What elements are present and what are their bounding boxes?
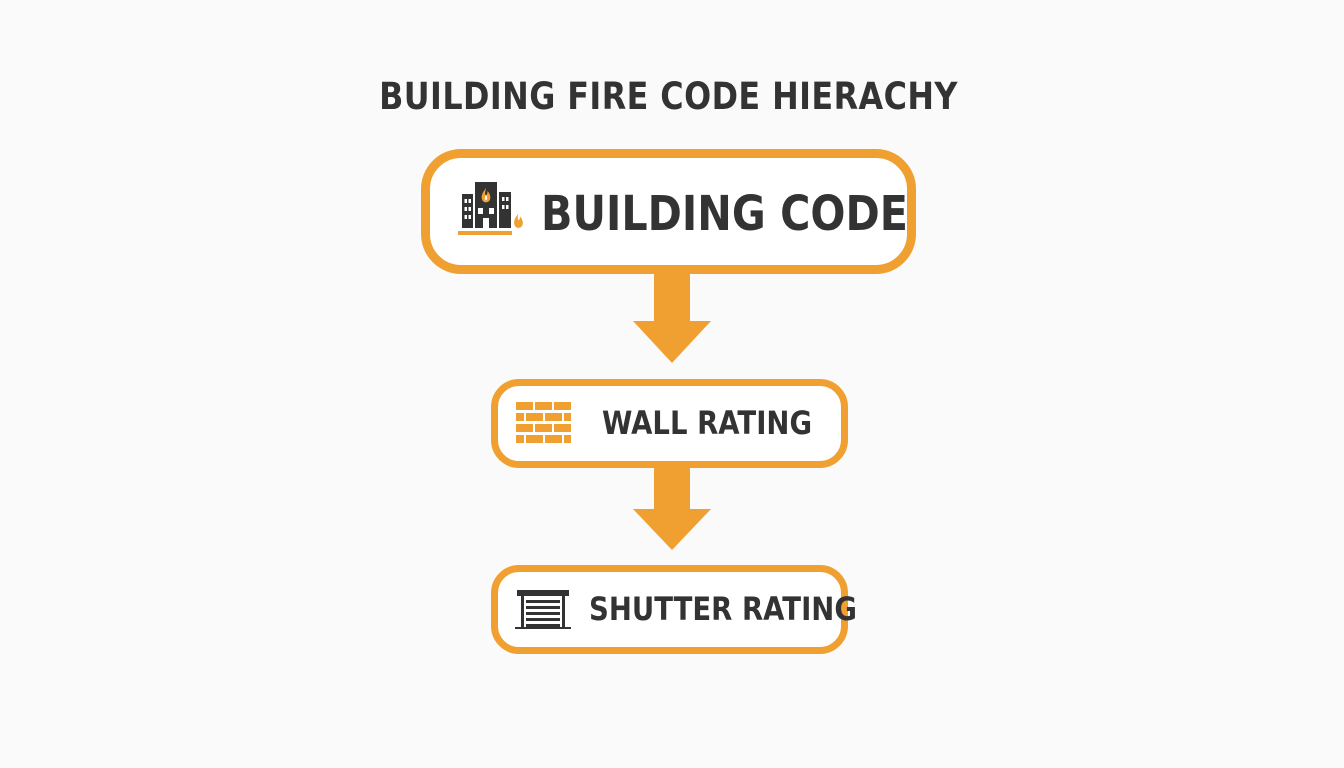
arrow-down-icon — [633, 465, 711, 555]
node-shutter-rating: SHUTTER RATING — [491, 565, 857, 654]
rolling-shutter-icon — [515, 590, 571, 634]
arrow-down-icon — [633, 270, 711, 368]
brick-wall-icon — [516, 402, 572, 450]
node-building-code: BUILDING CODE — [421, 149, 916, 274]
node-label-wall-rating: WALL RATING — [602, 404, 813, 442]
node-wall-rating: WALL RATING — [491, 379, 848, 468]
building-fire-icon — [456, 180, 528, 242]
node-label-building-code: BUILDING CODE — [541, 186, 908, 242]
diagram-title: BUILDING FIRE CODE HIERACHY — [379, 75, 958, 118]
node-label-shutter-rating: SHUTTER RATING — [589, 590, 857, 628]
